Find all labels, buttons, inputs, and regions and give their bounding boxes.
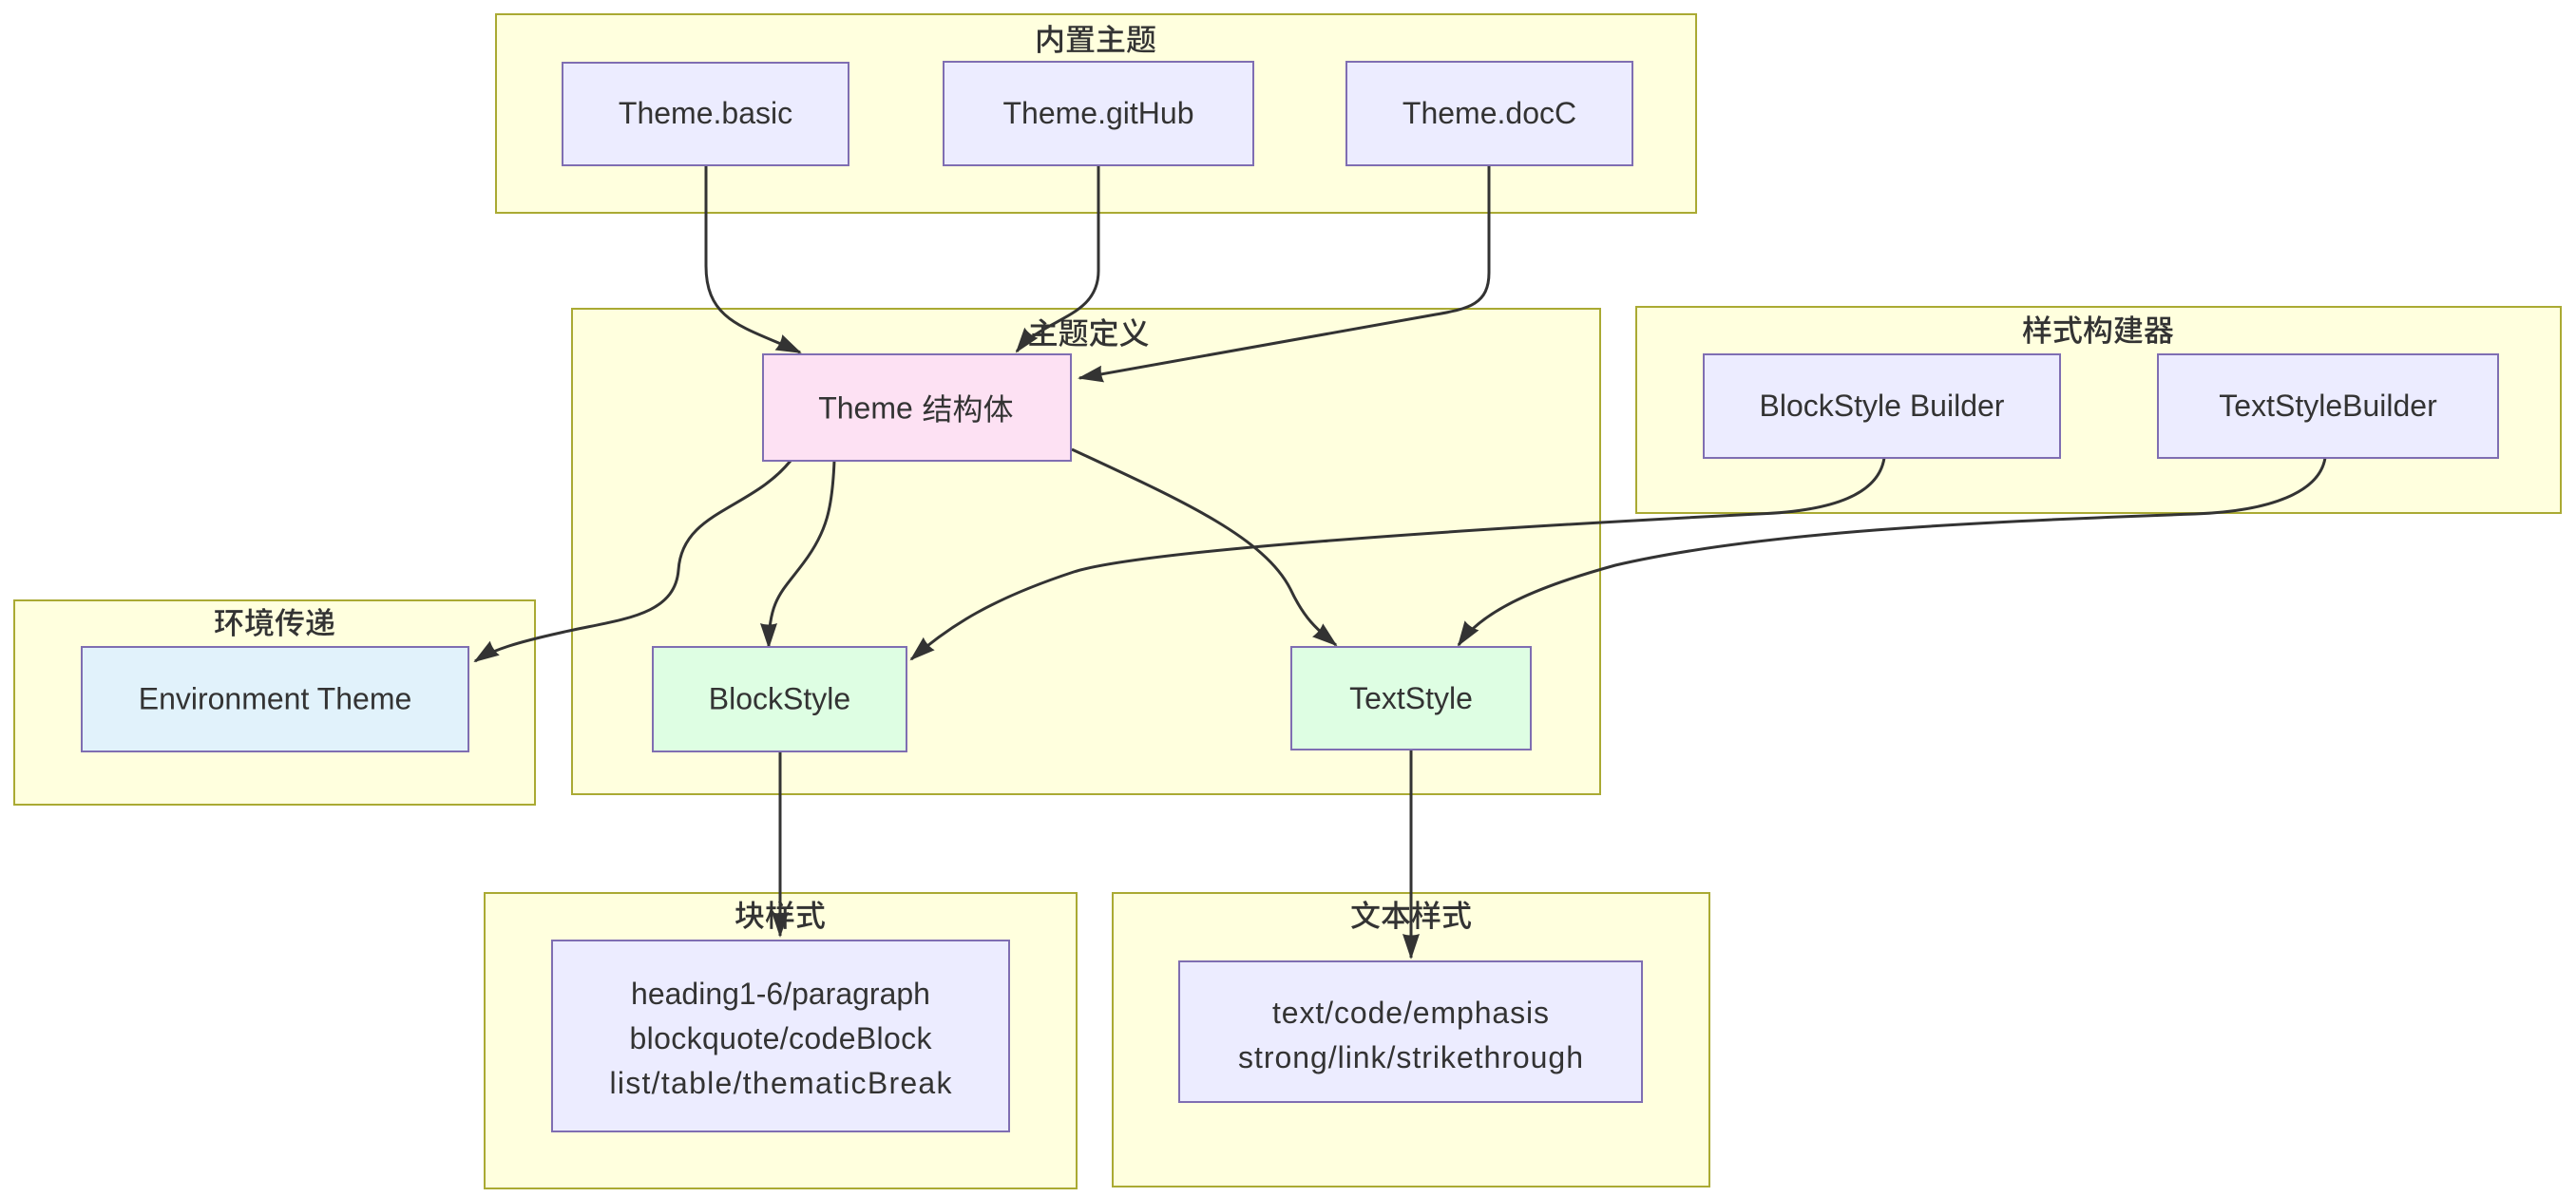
svg-text:Theme.docC: Theme.docC (1402, 96, 1576, 130)
svg-text:Theme.gitHub: Theme.gitHub (1003, 96, 1194, 130)
svg-text:text/code/emphasis: text/code/emphasis (1272, 996, 1549, 1030)
svg-text:Environment Theme: Environment Theme (139, 682, 412, 716)
svg-text:Theme.basic: Theme.basic (619, 96, 792, 130)
svg-text:list/table/thematicBreak: list/table/thematicBreak (610, 1066, 953, 1100)
svg-text:heading1-6/paragraph: heading1-6/paragraph (631, 977, 930, 1011)
svg-text:TextStyleBuilder: TextStyleBuilder (2219, 389, 2437, 423)
svg-text:BlockStyle Builder: BlockStyle Builder (1760, 389, 2005, 423)
svg-text:TextStyle: TextStyle (1349, 681, 1473, 715)
svg-text:blockquote/codeBlock: blockquote/codeBlock (630, 1021, 933, 1055)
svg-text:BlockStyle: BlockStyle (709, 682, 850, 716)
svg-text:Theme: Theme (818, 391, 913, 426)
svg-text:strong/link/strikethrough: strong/link/strikethrough (1238, 1040, 1583, 1074)
